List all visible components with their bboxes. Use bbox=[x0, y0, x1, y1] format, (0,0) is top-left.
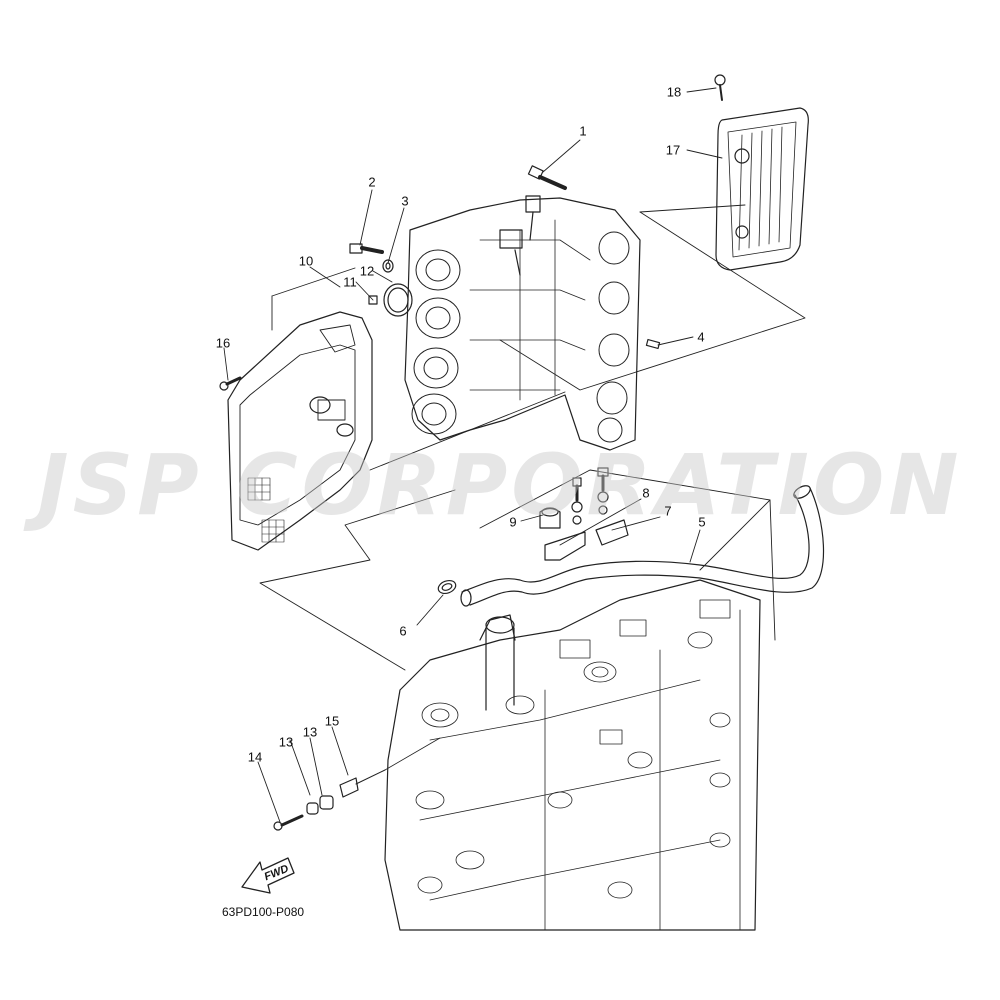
leader-lines bbox=[223, 87, 746, 823]
callout-15: 15 bbox=[324, 713, 340, 729]
callout-3: 3 bbox=[401, 193, 409, 209]
hose-5 bbox=[460, 485, 825, 607]
clamp-6 bbox=[437, 579, 457, 595]
lower-fasteners bbox=[273, 737, 441, 831]
callout-6: 6 bbox=[399, 623, 407, 639]
cover-plate-17 bbox=[714, 74, 809, 271]
callout-9: 9 bbox=[509, 514, 517, 530]
callout-8: 8 bbox=[642, 485, 650, 501]
callout-13b: 13 bbox=[302, 724, 318, 740]
callout-2: 2 bbox=[368, 174, 376, 190]
callout-5: 5 bbox=[698, 514, 706, 530]
diagram-code: 63PD100-P080 bbox=[222, 905, 305, 919]
bolt-1 bbox=[527, 165, 567, 190]
brackets-7-8-9 bbox=[539, 467, 629, 561]
callout-13a: 13 bbox=[278, 734, 294, 750]
callout-11: 11 bbox=[343, 274, 357, 290]
callout-1: 1 bbox=[579, 123, 587, 139]
small-hardware bbox=[349, 243, 413, 317]
callout-17: 17 bbox=[665, 142, 681, 158]
callout-14: 14 bbox=[247, 749, 263, 765]
watermark: JSP CORPORATION bbox=[37, 436, 963, 534]
callout-18: 18 bbox=[666, 84, 682, 100]
callout-10: 10 bbox=[298, 253, 314, 269]
intake-silencer-10 bbox=[219, 311, 373, 551]
cylinder-head-assembly bbox=[404, 195, 661, 451]
callout-16: 16 bbox=[215, 335, 231, 351]
callout-4: 4 bbox=[697, 329, 705, 345]
fwd-arrow bbox=[241, 857, 295, 894]
callout-7: 7 bbox=[664, 503, 672, 519]
callout-12: 12 bbox=[359, 263, 375, 279]
engine-block bbox=[384, 579, 761, 931]
